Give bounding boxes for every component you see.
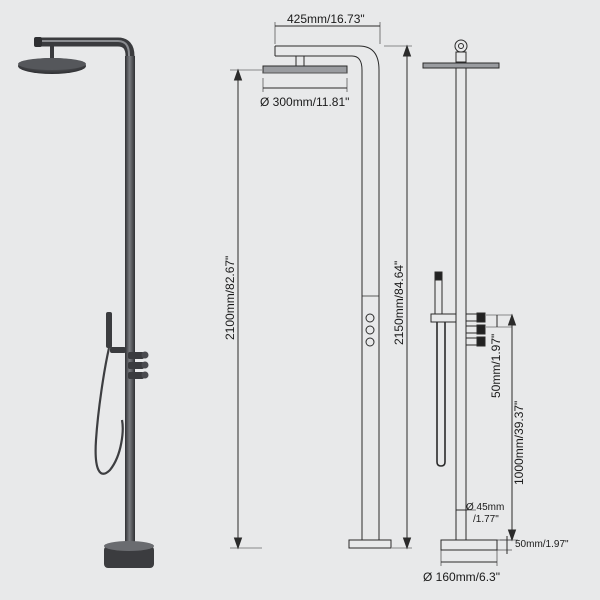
valve-spacing-label: 50mm/1.97"	[489, 333, 503, 398]
front-view-drawing	[422, 39, 500, 551]
side-head	[262, 65, 348, 74]
shower-hose	[94, 347, 124, 475]
shower-arm	[38, 37, 135, 300]
total-height-label: 2150mm/84.64"	[392, 260, 406, 345]
side-view-drawing	[262, 45, 392, 549]
hand-shower	[106, 312, 112, 348]
product-render	[18, 37, 154, 568]
front-valves	[465, 312, 486, 347]
column-diameter-inch-label: /1.77"	[473, 514, 499, 525]
side-base	[348, 539, 392, 549]
side-valve-1	[365, 313, 375, 323]
front-base	[440, 539, 498, 551]
head-diameter-label: Ø 300mm/11.81"	[260, 95, 350, 109]
base-height-label: 50mm/1.97"	[515, 539, 569, 550]
mixer-valves	[128, 351, 149, 379]
side-valve-3	[365, 337, 375, 347]
side-valve-2	[365, 325, 375, 335]
column-diameter-label: Ø 45mm	[466, 502, 505, 513]
front-hose	[436, 322, 446, 467]
base-diameter-label: Ø 160mm/6.3"	[423, 570, 500, 584]
holder-height-label: 1000mm/39.37"	[512, 400, 526, 485]
front-head	[422, 62, 500, 69]
outlet-height-label: 2100mm/82.67"	[223, 255, 237, 340]
arm-length-label: 425mm/16.73"	[287, 12, 365, 26]
front-dimensions	[440, 313, 518, 566]
shower-column	[125, 56, 135, 551]
front-cap	[454, 39, 468, 53]
side-dimensions	[230, 22, 412, 550]
